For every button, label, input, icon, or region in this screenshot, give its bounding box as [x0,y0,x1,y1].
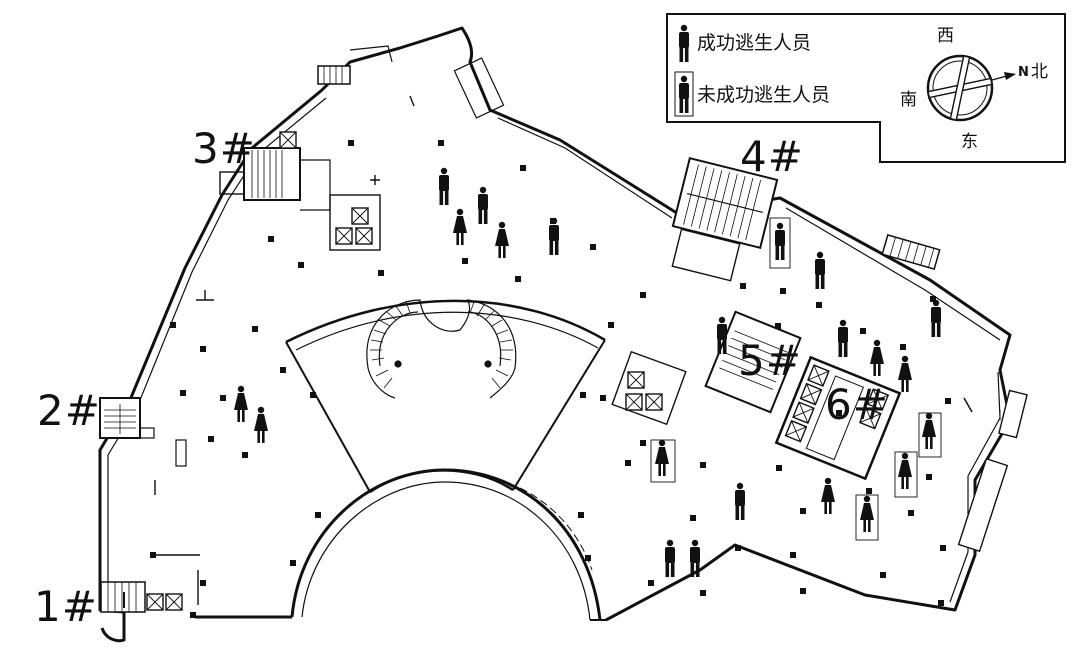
spiral-staircase [366,299,517,399]
exit-label-6: 6# [825,380,889,429]
central-atrium [285,299,606,621]
compass-south-label: 南 [900,90,917,110]
stair-core-2 [99,397,187,467]
exit-label-3: 3# [192,124,256,173]
stair-core-6 [774,355,902,481]
legend-box [666,13,1066,163]
compass-west-label: 西 [937,26,954,46]
compass-north-marker: N [1018,65,1029,80]
stair-core-1 [100,581,183,613]
stair-core-4 [671,156,941,282]
escalator-block [611,350,687,426]
exit-label-1: 1# [34,582,98,631]
compass-east-label: 东 [961,132,978,152]
exit-label-4: 4# [740,132,804,181]
columns [150,140,951,618]
compass-north-label: 北 [1031,62,1048,82]
right-facade-vents [957,389,1028,553]
exit-label-2: 2# [37,386,101,435]
stair-core-3 [219,45,505,251]
legend: 成功逃生人员 未成功逃生人员 西 南 东 N 北 [667,14,1065,162]
exit-label-5: 5# [738,336,802,385]
legend-not-escaped-label: 未成功逃生人员 [697,84,831,106]
legend-escaped-label: 成功逃生人员 [697,32,812,54]
